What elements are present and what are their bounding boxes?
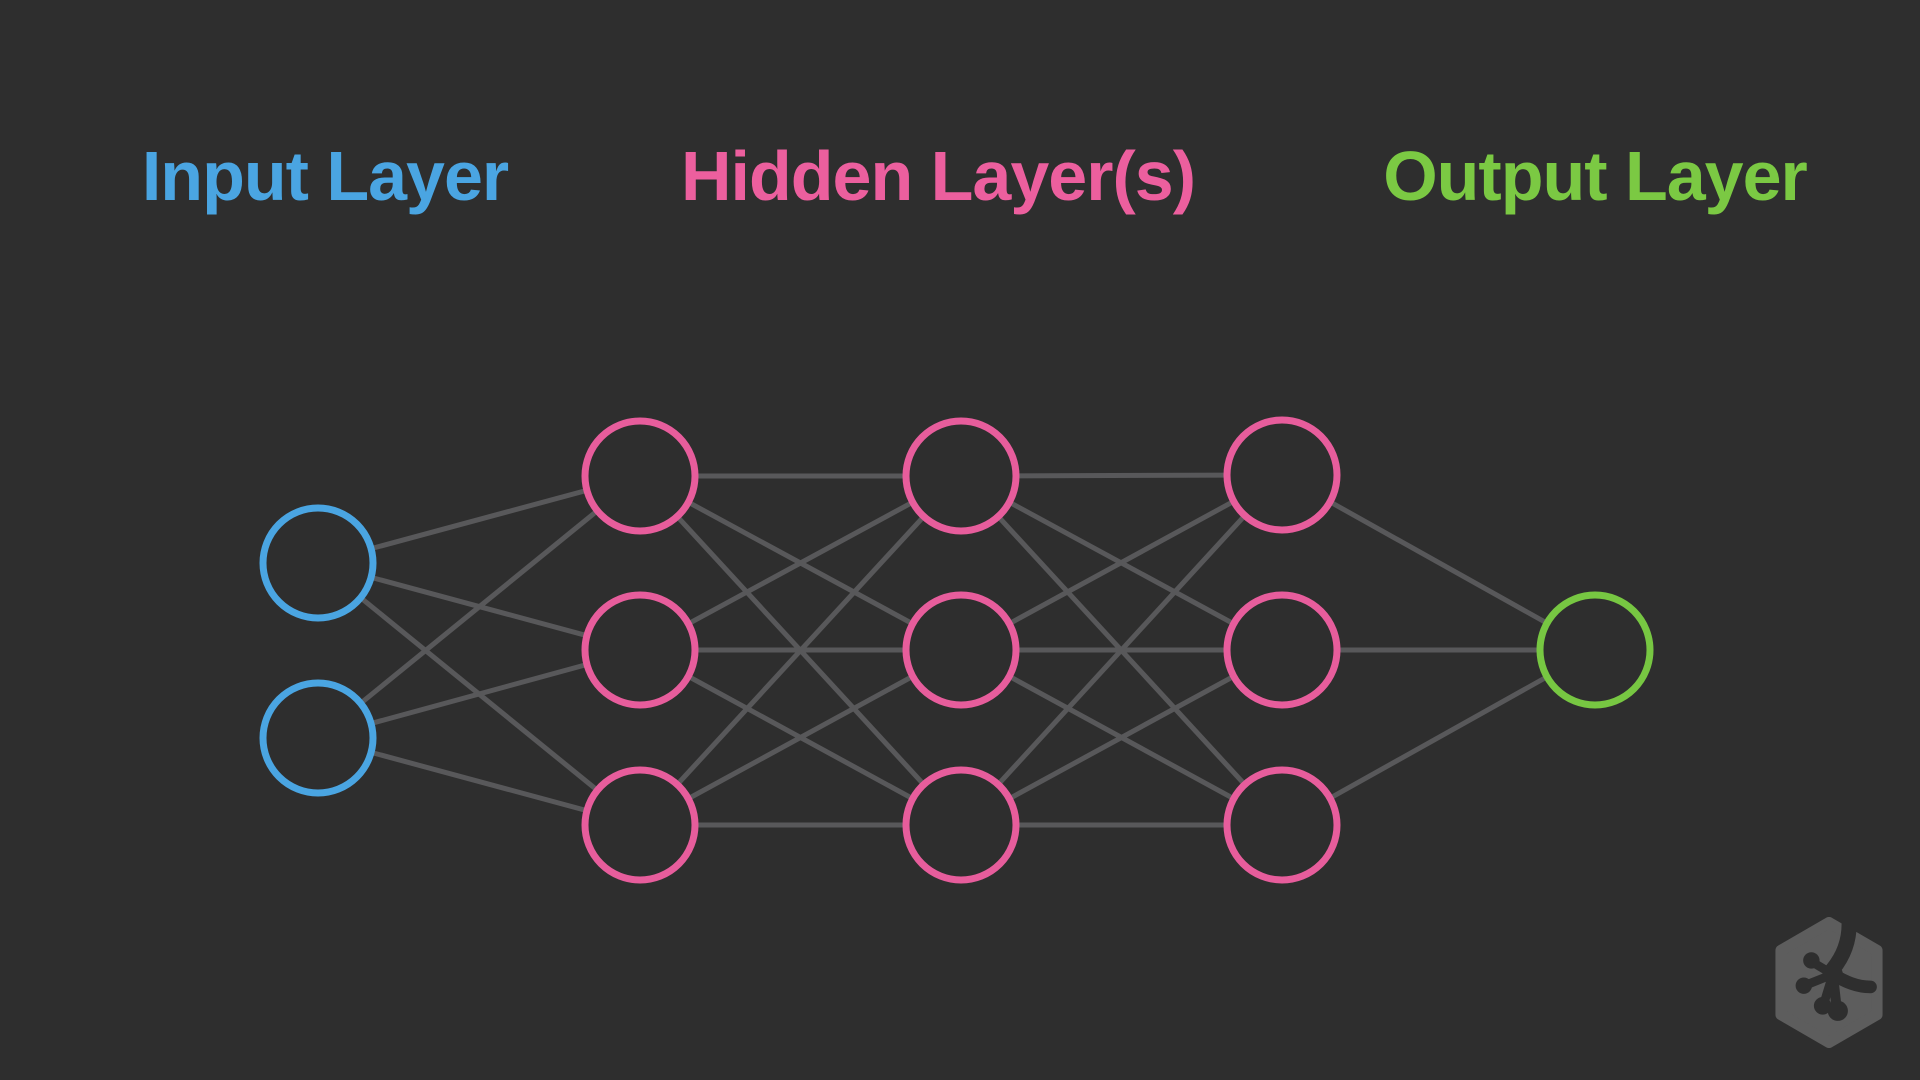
edge-hidden-3-to-output [1280,472,1597,653]
input-node [259,679,377,797]
nodes-group [259,416,1654,884]
hidden-2-node [902,417,1020,535]
hidden-2-node [902,766,1020,884]
edge-hidden-2-to-hidden-3 [959,647,1284,828]
treehouse-logo-icon [1775,917,1883,1048]
edge-hidden-1-to-hidden-2 [638,473,963,653]
output-layer-label: Output Layer [1383,137,1808,215]
input-node [259,504,377,622]
output-node [1536,591,1654,709]
edge-hidden-3-to-output [1280,647,1597,828]
frog-footprint-toes [1795,952,1848,1021]
hidden-3-node [1223,591,1341,709]
hidden-2-node [902,591,1020,709]
hidden-layer-label: Hidden Layer(s) [681,137,1196,215]
edge-input-to-hidden-1 [316,474,642,740]
hidden-1-node [581,591,699,709]
edge-hidden-2-to-hidden-3 [959,473,1284,827]
edge-hidden-1-to-hidden-2 [638,647,963,828]
hidden-3-node [1223,766,1341,884]
hidden-3-node [1223,416,1341,534]
hidden-1-node [581,417,699,535]
hidden-1-node [581,766,699,884]
edge-hidden-2-to-hidden-3 [959,472,1284,653]
edge-hidden-1-to-hidden-2 [638,474,963,827]
input-layer-label: Input Layer [141,137,509,215]
